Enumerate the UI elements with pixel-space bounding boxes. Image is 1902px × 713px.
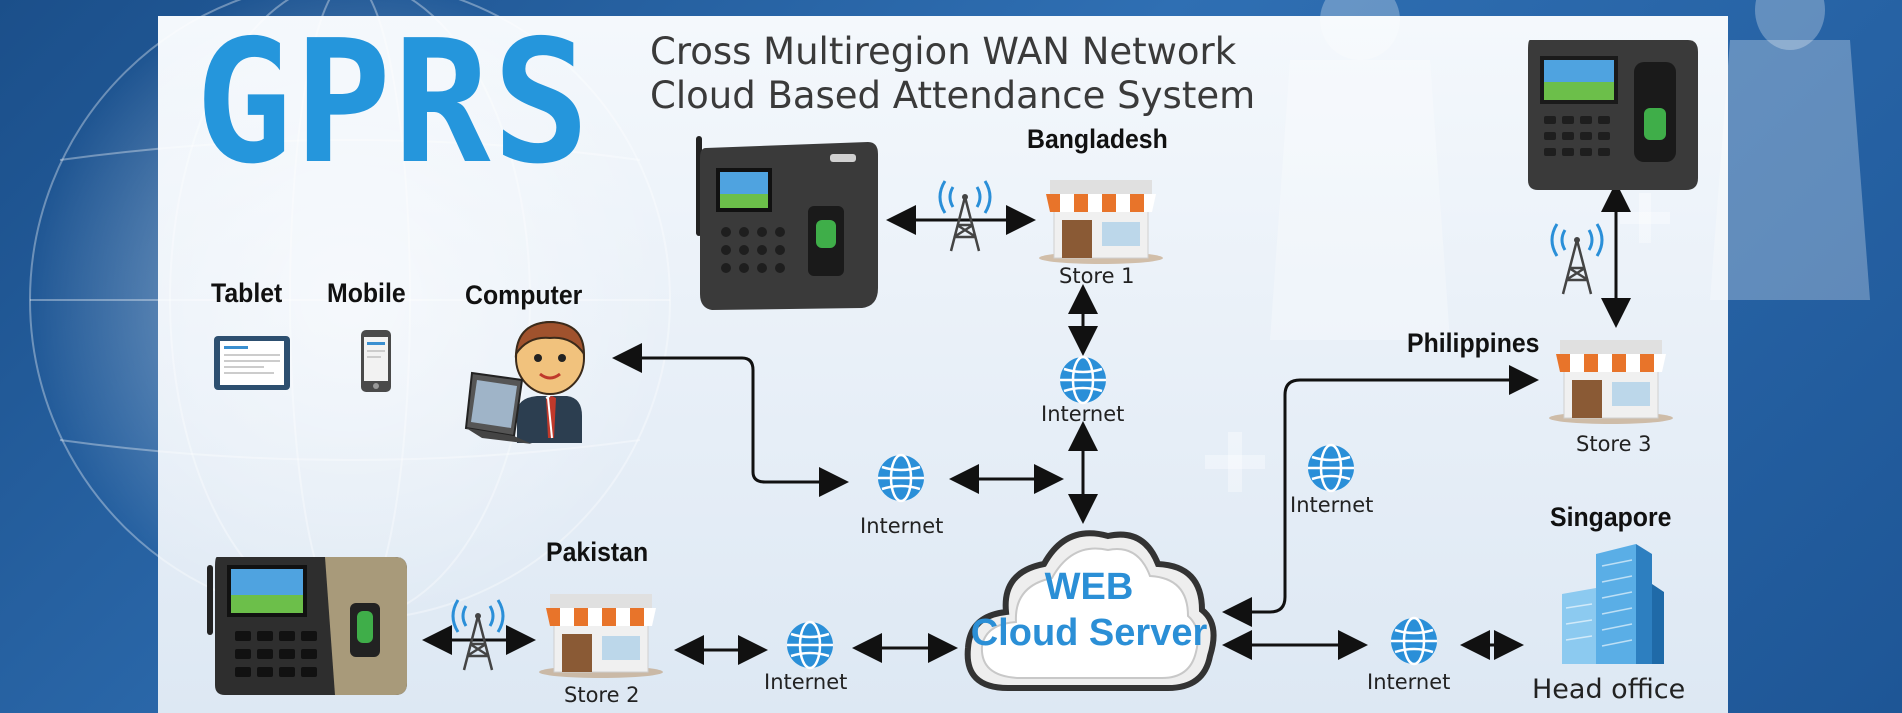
store-icon-store3 — [1549, 340, 1673, 424]
computer-label: Computer — [465, 280, 583, 310]
cloud-server-icon — [964, 530, 1217, 691]
antenna-tower-icon-philippines — [1550, 223, 1604, 295]
store1-label: Store 1 — [1059, 264, 1135, 288]
globe-icon-bangladesh-internet — [1060, 355, 1106, 405]
head-office-label: Head office — [1532, 674, 1686, 705]
internet-label-pakistan: Internet — [764, 670, 848, 694]
internet-label-philippines: Internet — [1290, 493, 1374, 517]
mobile-icon — [361, 330, 391, 392]
region-bangladesh: Bangladesh — [1027, 124, 1168, 154]
region-singapore: Singapore — [1550, 502, 1672, 532]
mobile-label: Mobile — [327, 278, 406, 308]
cloud-title-line1: WEB — [1044, 566, 1134, 608]
globe-icon-computer-internet — [878, 453, 924, 503]
cloud-title-line2: Cloud Server — [970, 612, 1208, 654]
building-icon — [1562, 544, 1664, 664]
internet-label-bangladesh: Internet — [1041, 402, 1125, 426]
region-philippines: Philippines — [1407, 328, 1540, 358]
tablet-icon — [214, 336, 290, 390]
store2-label: Store 2 — [564, 683, 640, 707]
globe-icon-singapore-internet — [1391, 616, 1437, 666]
internet-label-computer: Internet — [860, 514, 944, 538]
title-line-1: Cross Multiregion WAN Network — [650, 30, 1237, 73]
fingerprint-terminal-icon-philippines — [1528, 40, 1698, 190]
antenna-tower-icon-bangladesh — [938, 180, 992, 252]
gprs-logo: GPRS — [195, 4, 592, 202]
fingerprint-terminal-icon-pakistan — [207, 557, 407, 695]
region-pakistan: Pakistan — [546, 537, 649, 567]
store-icon-store1 — [1039, 180, 1163, 264]
antenna-tower-icon-pakistan — [451, 599, 505, 671]
fingerprint-terminal-icon-bangladesh — [696, 136, 878, 310]
computer-user-icon — [464, 320, 586, 444]
store-icon-store2 — [539, 594, 663, 678]
globe-icon-pakistan-internet — [787, 620, 833, 670]
globe-icon-philippines-internet — [1308, 443, 1354, 493]
internet-label-singapore: Internet — [1367, 670, 1451, 694]
title-line-2: Cloud Based Attendance System — [650, 74, 1256, 117]
page-title: Cross Multiregion WAN Network Cloud Base… — [650, 30, 1255, 118]
store3-label: Store 3 — [1576, 432, 1652, 456]
tablet-label: Tablet — [211, 278, 283, 308]
